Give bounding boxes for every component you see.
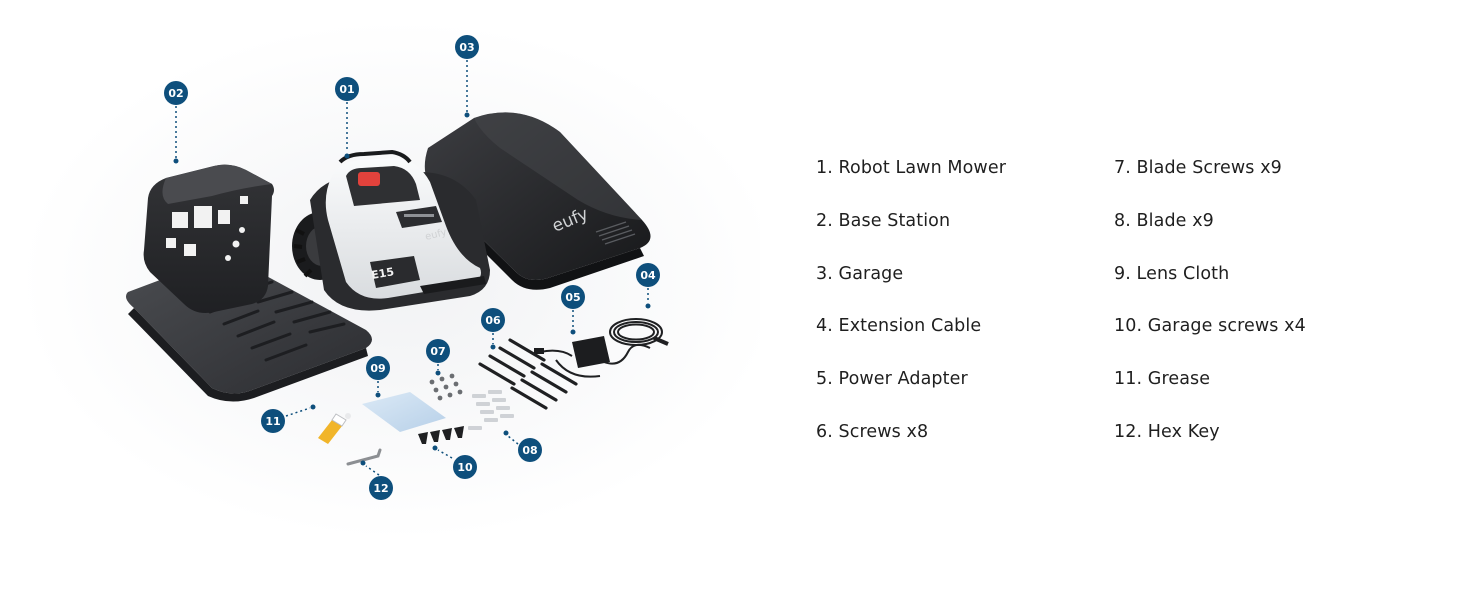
legend-item: 4. Extension Cable [816,316,982,337]
callout-05: 05 [561,285,585,309]
svg-text:11: 11 [265,415,280,428]
garage-vent [595,221,636,245]
legend-right-column: 7. Blade Screws x9 8. Blade x9 9. Lens C… [1114,154,1306,471]
robot-lawn-mower: E15 eufy [292,149,490,311]
callout-04: 04 [636,263,660,287]
blade-x9 [468,390,514,430]
screws-x8 [478,338,578,410]
callout-09: 09 [366,356,390,380]
callout-06: 06 [481,308,505,332]
callout-02: 02 [164,81,188,105]
svg-text:10: 10 [457,461,473,474]
legend-item: 11. Grease [1114,369,1211,390]
garage: eufy [424,112,651,290]
legend-item: 2. Base Station [816,210,951,231]
mower-stop-button [358,172,380,186]
legend-item: 8. Blade x9 [1114,210,1214,231]
mower-model-badge: E15 [370,265,395,282]
blade-screws-x9 [429,373,463,401]
callout-10: 10 [453,455,477,479]
svg-text:06: 06 [485,314,501,327]
callout-08: 08 [518,438,542,462]
callout-03: 03 [455,35,479,59]
legend-item: 5. Power Adapter [816,369,968,390]
lens-cloth [362,392,446,432]
base-station [126,164,372,402]
svg-text:03: 03 [459,41,474,54]
legend-item: 7. Blade Screws x9 [1114,158,1282,178]
svg-text:08: 08 [522,444,537,457]
garage-screws-x4 [418,426,464,444]
svg-text:07: 07 [430,345,445,358]
callout-01: 01 [335,77,359,101]
legend-item: 9. Lens Cloth [1114,263,1230,284]
svg-text:02: 02 [168,87,183,100]
svg-text:01: 01 [339,83,354,96]
mower-logo: eufy [424,227,448,243]
callout-11: 11 [261,409,285,433]
callout-12: 12 [369,476,393,500]
svg-text:12: 12 [373,482,388,495]
power-adapter [534,336,651,378]
svg-text:05: 05 [565,291,580,304]
grease-tube [318,413,351,444]
callout-07: 07 [426,339,450,363]
legend-item: 1. Robot Lawn Mower [816,158,1006,178]
legend-item: 3. Garage [816,263,904,284]
exploded-product-illustration: eufy [20,20,760,540]
svg-text:04: 04 [640,269,656,282]
legend-left-column: 1. Robot Lawn Mower 2. Base Station 3. G… [816,154,1006,471]
legend-item: 10. Garage screws x4 [1114,316,1306,337]
legend-item: 6. Screws x8 [816,421,929,442]
leader-lines [173,60,651,476]
legend-item: 12. Hex Key [1114,421,1220,442]
hex-key [346,448,382,466]
svg-text:09: 09 [370,362,385,375]
